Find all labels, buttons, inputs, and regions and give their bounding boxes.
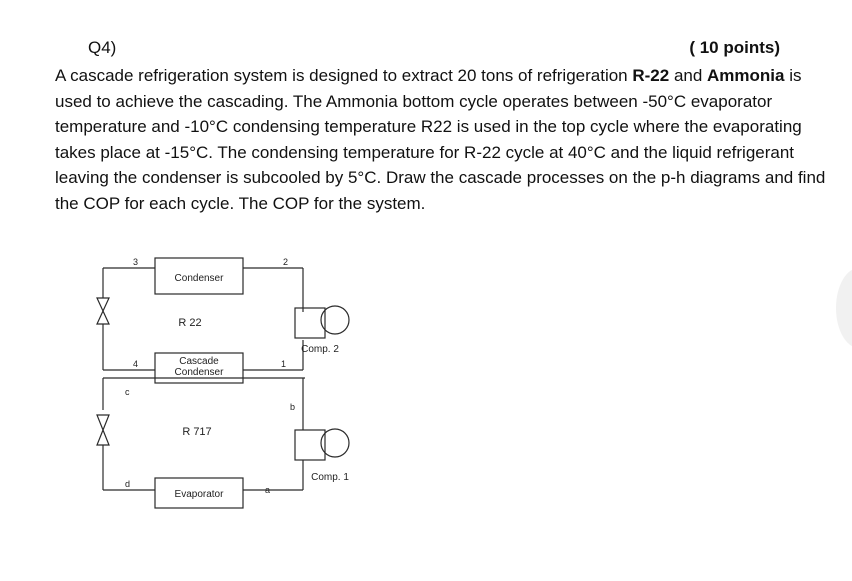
- question-header: Q4) ( 10 points): [88, 38, 780, 62]
- comp1-label: Comp. 1: [311, 472, 349, 483]
- ammonia-bold: Ammonia: [707, 66, 785, 85]
- cascade-label-2: Condenser: [175, 367, 225, 378]
- condenser-box: [154, 257, 244, 295]
- state-label-c: c: [125, 387, 130, 397]
- expansion-valve-top: [96, 297, 110, 325]
- comp2-body: [294, 307, 326, 339]
- comp1-body: [294, 429, 326, 461]
- question-text: A cascade refrigeration system is design…: [55, 63, 835, 216]
- question-text-part-2: and: [669, 66, 708, 85]
- state-label-b: b: [290, 402, 295, 412]
- comp2-motor: [320, 305, 350, 335]
- question-number: Q4): [88, 38, 117, 57]
- cascade-label-1: Cascade: [179, 356, 219, 367]
- comp1-motor: [320, 428, 350, 458]
- state-label-4: 4: [133, 359, 138, 369]
- state-label-1: 1: [281, 359, 286, 369]
- state-label-2: 2: [283, 257, 288, 267]
- r717-label: R 717: [182, 426, 211, 438]
- comp2-label: Comp. 2: [301, 344, 339, 355]
- cascade-cycle-diagram: Condenser R 22 Cascade Condenser R 717 E…: [96, 257, 350, 509]
- question-text-part-3: is used to achieve the cascading. The Am…: [55, 66, 826, 213]
- state-label-d: d: [125, 479, 130, 489]
- r22-bold: R-22: [632, 66, 670, 85]
- state-label-3: 3: [133, 257, 138, 267]
- r22-label: R 22: [178, 317, 201, 329]
- state-label-a: a: [265, 485, 270, 495]
- evaporator-box: [154, 477, 244, 509]
- condenser-label: Condenser: [175, 273, 225, 284]
- question-text-part-1: A cascade refrigeration system is design…: [55, 66, 633, 85]
- cascade-condenser-box: [154, 352, 244, 384]
- evaporator-label: Evaporator: [175, 489, 225, 500]
- question-points: ( 10 points): [689, 38, 780, 57]
- expansion-valve-bottom: [96, 414, 110, 446]
- edge-shadow: [836, 268, 852, 348]
